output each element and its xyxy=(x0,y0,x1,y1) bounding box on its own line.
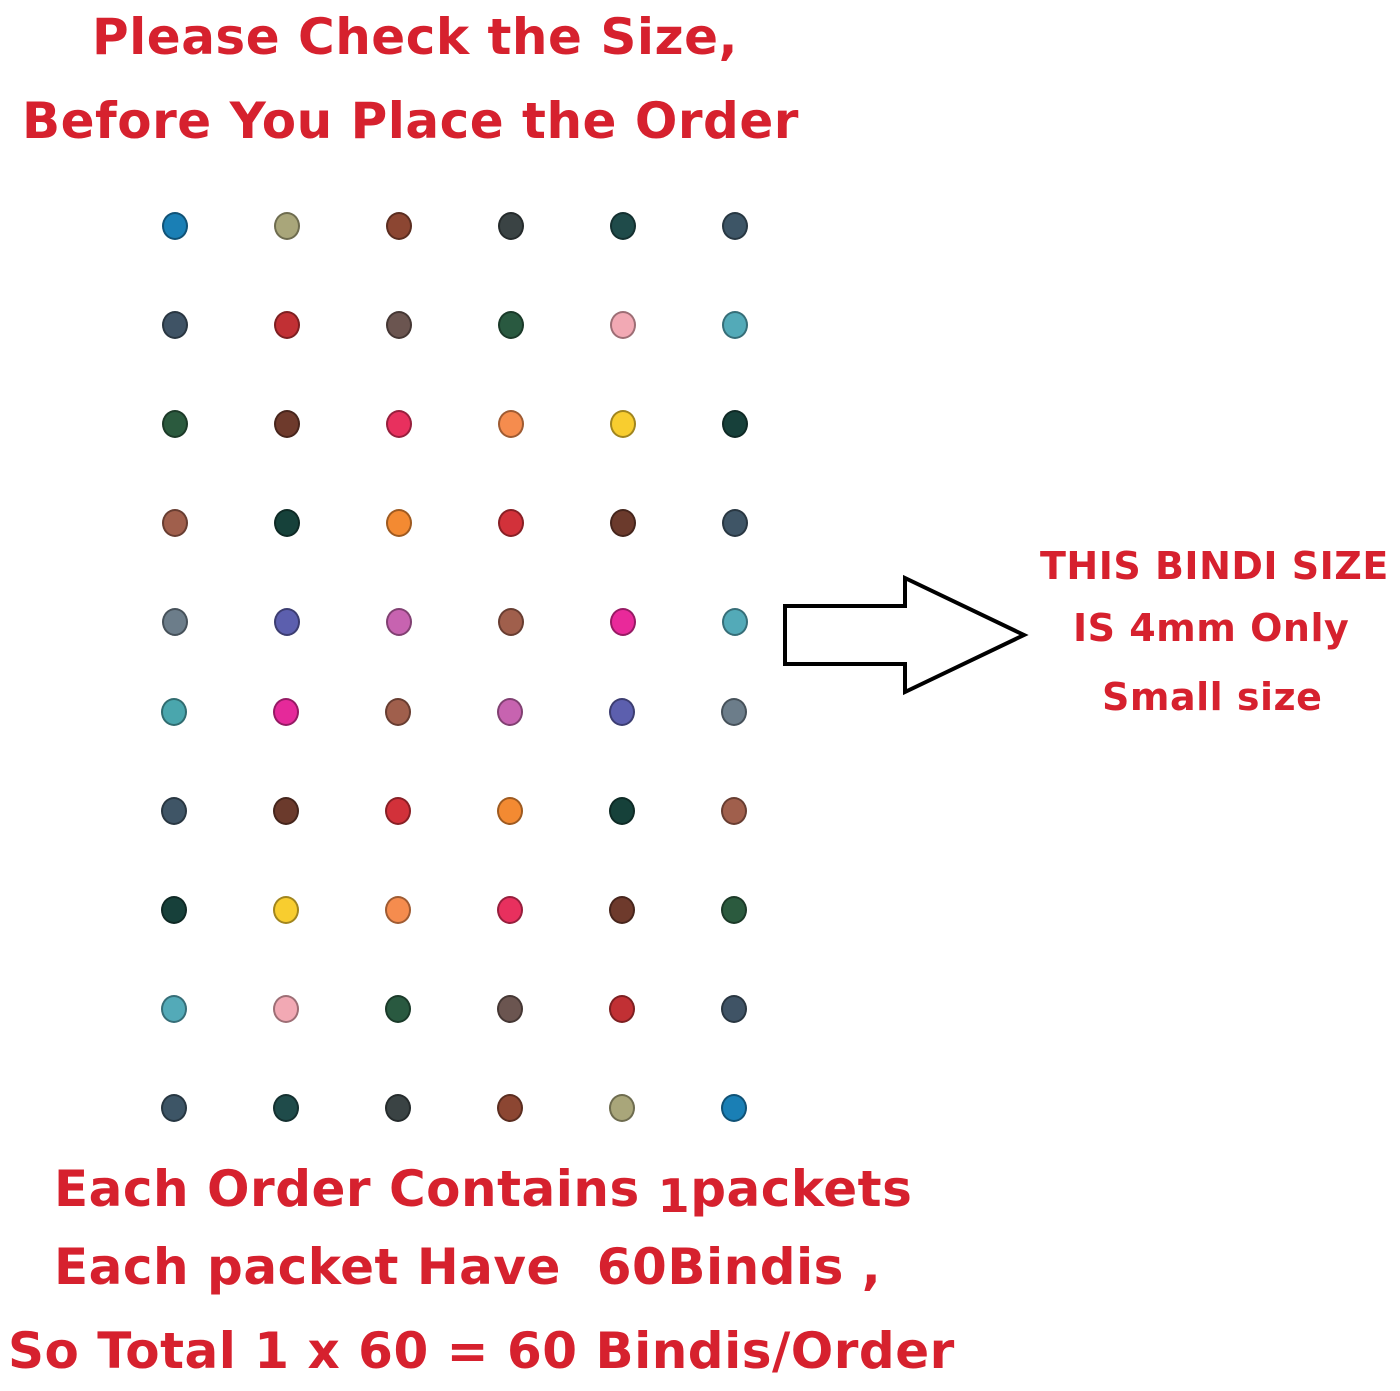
bindi-dot xyxy=(721,896,747,924)
bindi-dot xyxy=(161,797,187,825)
bindi-dot xyxy=(610,311,636,339)
bindi-dot xyxy=(386,311,412,339)
bindi-dot xyxy=(722,311,748,339)
total-text: So Total xyxy=(8,1322,237,1380)
bindi-dot xyxy=(273,896,299,924)
bindi-dot xyxy=(161,698,187,726)
bindi-dot xyxy=(161,896,187,924)
bindi-dot xyxy=(162,212,188,240)
heading-line-1: Please Check the Size, xyxy=(92,8,738,66)
bindi-dot xyxy=(610,509,636,537)
bindi-dot xyxy=(386,212,412,240)
bindi-dot xyxy=(610,608,636,636)
bindi-dot xyxy=(385,1094,411,1122)
bindi-dot xyxy=(385,896,411,924)
bindi-dot xyxy=(386,509,412,537)
bindi-dot xyxy=(497,896,523,924)
bindi-dot xyxy=(498,212,524,240)
bindi-dot xyxy=(722,410,748,438)
bindi-dot xyxy=(498,608,524,636)
packet-have-line: Each packet Have 60Bindis , xyxy=(54,1238,881,1296)
right-arrow-icon xyxy=(783,574,1029,696)
bindi-dot xyxy=(610,212,636,240)
bindi-dot xyxy=(273,995,299,1023)
bindi-dot xyxy=(722,212,748,240)
bindi-dot xyxy=(274,608,300,636)
bindi-unit: Bindis , xyxy=(667,1238,882,1296)
bindi-dot xyxy=(721,995,747,1023)
bindi-dot xyxy=(386,608,412,636)
bindi-dot xyxy=(497,797,523,825)
bindi-dot xyxy=(386,410,412,438)
bindi-dot xyxy=(609,797,635,825)
bindi-dot xyxy=(498,311,524,339)
bindi-dot xyxy=(274,212,300,240)
bindi-dot xyxy=(609,995,635,1023)
bindi-dot xyxy=(273,797,299,825)
bindi-dot xyxy=(162,311,188,339)
size-note-line-1: THIS BINDI SIZE xyxy=(1040,544,1389,588)
bindi-dot xyxy=(721,698,747,726)
bindi-dot xyxy=(385,995,411,1023)
order-contains-line: Each Order Contains 1packets xyxy=(54,1160,913,1223)
bindi-dot xyxy=(162,509,188,537)
bindi-dot xyxy=(497,698,523,726)
packet-unit: packets xyxy=(690,1160,913,1218)
bindi-dot xyxy=(273,698,299,726)
bindi-dot xyxy=(609,896,635,924)
bindi-dot xyxy=(385,797,411,825)
bindi-dot xyxy=(274,311,300,339)
bindi-dot xyxy=(497,1094,523,1122)
bindi-dot xyxy=(498,410,524,438)
bindi-dot xyxy=(721,797,747,825)
bindi-quantity: 60 xyxy=(596,1238,668,1296)
bindi-dot xyxy=(162,410,188,438)
bindi-dot xyxy=(161,995,187,1023)
size-note-line-2: IS 4mm Only xyxy=(1073,606,1350,650)
order-contains-text: Each Order Contains xyxy=(54,1160,640,1218)
bindi-dot xyxy=(498,509,524,537)
bindi-dot xyxy=(721,1094,747,1122)
packet-quantity: 1 xyxy=(657,1169,691,1223)
total-calculation: 1 x 60 = 60 xyxy=(254,1322,578,1380)
bindi-dot xyxy=(162,608,188,636)
bindi-dot xyxy=(497,995,523,1023)
bindi-dot xyxy=(609,698,635,726)
packet-have-text: Each packet Have xyxy=(54,1238,561,1296)
total-line: So Total 1 x 60 = 60 Bindis/Order xyxy=(8,1322,955,1380)
size-note-line-3: Small size xyxy=(1102,675,1323,719)
bindi-dot xyxy=(609,1094,635,1122)
bindi-dot xyxy=(274,509,300,537)
bindi-dot xyxy=(273,1094,299,1122)
bindi-dot xyxy=(274,410,300,438)
bindi-dot xyxy=(161,1094,187,1122)
bindi-dot xyxy=(722,509,748,537)
bindi-dot xyxy=(722,608,748,636)
heading-line-2: Before You Place the Order xyxy=(22,92,799,150)
total-unit: Bindis/Order xyxy=(595,1322,955,1380)
bindi-dot xyxy=(610,410,636,438)
bindi-dot xyxy=(385,698,411,726)
